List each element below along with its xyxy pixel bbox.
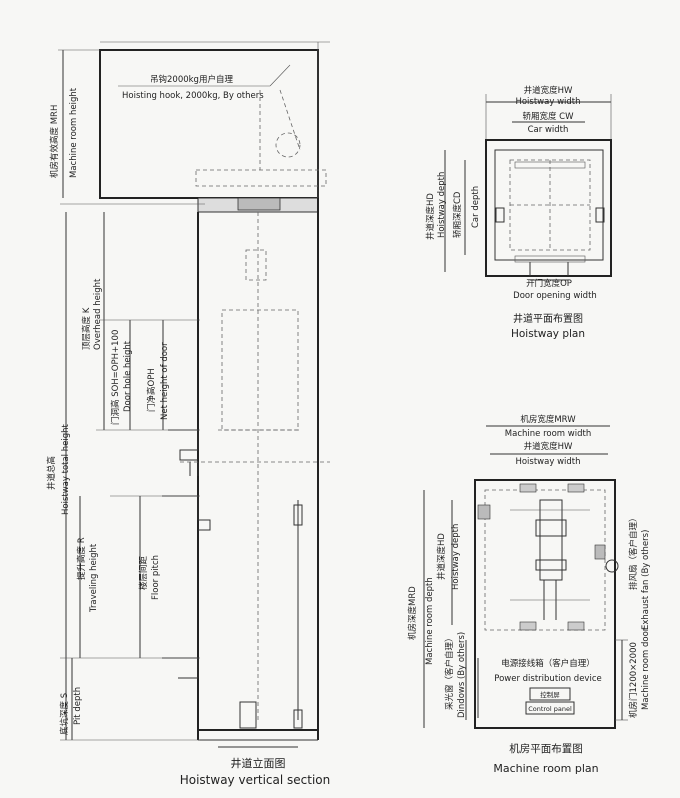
mr-hw-label-cn: 井道宽度HW <box>524 441 573 452</box>
mrd-label-cn: 机房深度MRD <box>407 586 418 640</box>
fan-label-en: Exhaust fan (By others) <box>641 530 651 630</box>
power-label-cn: 电源接线箱（客户自理） <box>501 658 595 669</box>
op-label-en: Door opening width <box>513 291 597 301</box>
power-label-en: Power distribution device <box>494 674 601 684</box>
cw-label-en: Car width <box>528 125 569 135</box>
pit-label-en: Pit depth <box>73 687 83 725</box>
mrh-label-en: Machine room height <box>69 87 79 178</box>
oph-label-en: Net height of door <box>160 342 170 420</box>
hook-label-en: Hoisting hook, 2000kg, By others <box>122 91 264 101</box>
travel-label-cn: 提升高度 R <box>76 537 87 580</box>
panel-label-en: Control panel <box>528 705 572 713</box>
hoistway-plan: 井道宽度HW Hoistway width 轿厢宽度 CW Car width … <box>425 85 612 340</box>
floor-pitch-label-cn: 楼层间距 <box>138 555 149 590</box>
soh-label-en: Door hole height <box>123 340 133 412</box>
mr-hw-label-en: Hoistway width <box>515 457 580 467</box>
window-label-cn: 采光窗（客户自理） <box>444 633 455 710</box>
hw-label-cn: 井道宽度HW <box>524 85 573 96</box>
machine-room-outline <box>99 49 319 199</box>
control-panel-box <box>525 701 575 715</box>
pit-label-cn: 底坑深度 S <box>59 693 70 735</box>
fan-label-cn: 排风扇（客户自理） <box>628 513 639 590</box>
hoistway-plan-title-cn: 井道平面布置图 <box>513 312 583 325</box>
floor-pitch-label-en: Floor pitch <box>151 555 161 600</box>
mrd-label-en: Machine room depth <box>425 577 435 665</box>
hd-label-en: Hoistway depth <box>437 172 447 238</box>
cw-label-cn: 轿厢宽度 CW <box>522 111 574 122</box>
hw-label-en: Hoistway width <box>515 97 580 107</box>
control-panel-cn-box <box>529 687 571 701</box>
hoistway-plan-outline <box>485 139 612 277</box>
mr-hd-label-cn: 井道深度HD <box>436 533 447 580</box>
vertical-section-title-en: Hoistway vertical section <box>180 773 331 787</box>
vertical-section-title-cn: 井道立面图 <box>231 756 286 770</box>
door-label-cn: 机房门1200×2000 <box>628 642 639 718</box>
traction-machine <box>539 499 563 581</box>
hoistway-plan-title-en: Hoistway plan <box>511 328 585 340</box>
hd-label-cn: 井道深度HD <box>425 193 436 240</box>
oph-label-cn: 门净高OPH <box>146 368 157 412</box>
machine-room-plan: 机房宽度MRW Machine room width 井道宽度HW Hoistw… <box>407 414 651 775</box>
mr-hd-label-en: Hoistway depth <box>451 524 461 590</box>
op-label-cn: 开门宽度OP <box>526 278 572 289</box>
total-label-en: Hoistway total height <box>61 423 71 515</box>
machine-room-plan-title-en: Machine room plan <box>493 762 598 775</box>
car-outline <box>221 309 299 431</box>
panel-label-cn: 控制屏 <box>540 690 560 699</box>
window-label-en: Dindows (By others) <box>457 632 467 718</box>
overhead-label-en: Overhead height <box>93 278 103 350</box>
machine-room-plan-outline <box>474 479 616 729</box>
cd-label-en: Car depth <box>471 186 481 228</box>
vertical-section: 吊钩2000kg用户自理 Hoisting hook, 2000kg, By o… <box>46 41 331 787</box>
door-label-en: Machine room door <box>641 627 651 710</box>
mrw-label-cn: 机房宽度MRW <box>520 414 576 425</box>
total-label-cn: 井道总高 <box>46 456 57 490</box>
overhead-label-cn: 顶层高度 K <box>81 307 92 350</box>
mrh-label-cn: 机房有效高度 MRH <box>49 105 60 178</box>
soh-label-cn: 门洞高 SOH=OPH+100 <box>110 330 121 425</box>
machine-room-plan-title-cn: 机房平面布置图 <box>509 742 583 755</box>
mrw-label-en: Machine room width <box>505 429 591 439</box>
cd-label-cn: 轿厢深度CD <box>452 191 463 238</box>
exhaust-fan-symbol <box>605 559 619 573</box>
hook-label-cn: 吊钩2000kg用户自理 <box>150 74 233 85</box>
travel-label-en: Traveling height <box>89 543 99 613</box>
